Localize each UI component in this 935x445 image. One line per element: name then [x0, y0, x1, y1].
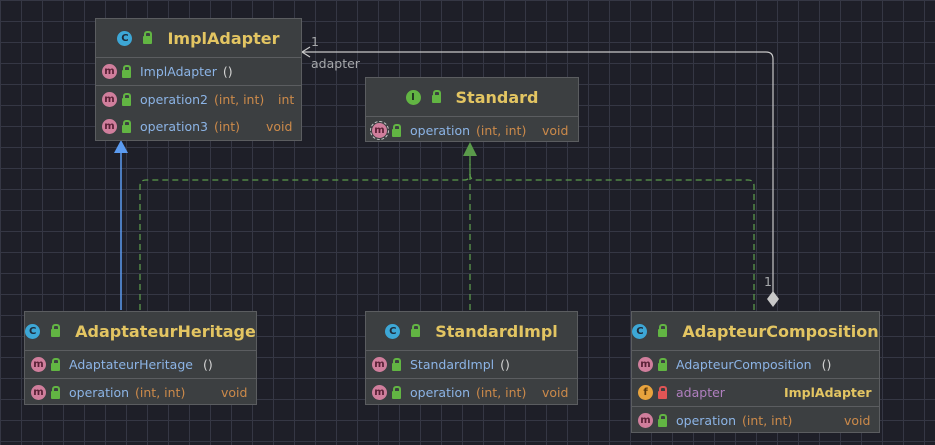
method-name: operation — [410, 123, 471, 138]
public-lock-icon — [658, 324, 668, 337]
method-params: () — [500, 357, 510, 372]
field-type: ImplAdapter — [784, 385, 872, 400]
method-params: () — [222, 64, 233, 79]
method-name: ImplAdapter — [140, 64, 217, 79]
method-name: operation2 — [140, 92, 208, 107]
method-name: operation — [410, 385, 471, 400]
field-icon: f — [638, 385, 653, 400]
method-icon: m — [638, 357, 653, 372]
method-icon: m — [102, 92, 117, 107]
multiplicity-source: 1 — [764, 274, 772, 289]
method-icon: m — [102, 119, 117, 134]
class-adaptateur-heritage[interactable]: C AdaptateurHeritage m AdaptateurHeritag… — [24, 311, 257, 405]
public-lock-icon — [122, 64, 131, 78]
interface-standard[interactable]: I Standard m operation (int, int) void — [365, 77, 579, 142]
class-icon: C — [632, 323, 648, 339]
method-name: operation3 — [140, 119, 208, 134]
method-params: (int, int) — [476, 123, 527, 138]
inheritance-arrowhead — [114, 140, 128, 153]
return-type: void — [844, 413, 871, 428]
public-lock-icon — [51, 324, 61, 337]
public-lock-icon — [431, 90, 441, 103]
member-row[interactable]: m operation (int, int) void — [25, 378, 256, 406]
member-row[interactable]: m operation3 (int) void — [96, 113, 301, 140]
private-lock-icon — [658, 385, 667, 399]
class-name: AdapteurComposition — [682, 321, 879, 341]
public-lock-icon — [122, 119, 131, 133]
class-icon: C — [25, 323, 41, 339]
method-icon: m — [372, 385, 387, 400]
return-type: void — [542, 385, 569, 400]
public-lock-icon — [51, 385, 60, 399]
aggregation-diamond — [767, 291, 779, 307]
member-row[interactable]: m operation (int, int) void — [632, 406, 879, 434]
class-adapteur-composition[interactable]: C AdapteurComposition m AdapteurComposit… — [631, 311, 880, 433]
method-name: StandardImpl — [410, 357, 495, 372]
class-header: I Standard — [366, 78, 578, 117]
class-header: C AdapteurComposition — [632, 312, 879, 351]
association-role: adapter — [311, 56, 360, 71]
return-type: int — [278, 92, 295, 107]
class-impl-adapter[interactable]: C ImplAdapter m ImplAdapter () m operati… — [95, 18, 302, 141]
class-name: ImplAdapter — [167, 28, 280, 48]
public-lock-icon — [51, 357, 60, 371]
method-icon: m — [31, 385, 46, 400]
association-open-arrow — [300, 46, 311, 58]
realization-line-composition — [469, 173, 755, 310]
public-lock-icon — [392, 123, 401, 137]
class-name: Standard — [455, 87, 539, 107]
method-name: operation — [676, 413, 737, 428]
interface-icon: I — [405, 89, 421, 105]
class-header: C StandardImpl — [366, 312, 577, 351]
method-name: operation — [69, 385, 130, 400]
multiplicity-target: 1 — [311, 34, 319, 49]
method-icon: m — [31, 357, 46, 372]
member-row[interactable]: m AdaptateurHeritage () — [25, 351, 256, 378]
realization-line-heritage — [139, 156, 471, 310]
realization-arrowhead — [463, 142, 477, 156]
public-lock-icon — [411, 324, 421, 337]
return-type: void — [266, 119, 293, 134]
method-params: () — [821, 357, 832, 372]
method-params: (int, int) — [213, 92, 265, 107]
method-name: AdaptateurHeritage — [69, 357, 193, 372]
class-name: StandardImpl — [435, 321, 558, 341]
public-lock-icon — [658, 357, 667, 371]
class-header: C AdaptateurHeritage — [25, 312, 256, 351]
public-lock-icon — [392, 385, 401, 399]
member-row[interactable]: m operation2 (int, int) int — [96, 85, 301, 113]
method-icon: m — [372, 357, 387, 372]
association-line — [302, 51, 774, 292]
method-params: () — [202, 357, 213, 372]
class-header: C ImplAdapter — [96, 19, 301, 58]
class-icon: C — [385, 323, 401, 339]
public-lock-icon — [658, 413, 667, 427]
member-row[interactable]: m AdapteurComposition () — [632, 351, 879, 378]
member-row[interactable]: m operation (int, int) void — [366, 378, 577, 406]
abstract-method-icon: m — [370, 121, 389, 140]
member-row[interactable]: m ImplAdapter () — [96, 58, 301, 85]
class-standard-impl[interactable]: C StandardImpl m StandardImpl () m opera… — [365, 311, 578, 405]
member-row[interactable]: m operation (int, int) void — [366, 117, 578, 144]
public-lock-icon — [143, 31, 153, 44]
return-type: void — [221, 385, 248, 400]
public-lock-icon — [122, 92, 131, 106]
method-icon: m — [638, 413, 653, 428]
class-icon: C — [117, 30, 133, 46]
public-lock-icon — [392, 357, 401, 371]
method-name: AdapteurComposition — [676, 357, 812, 372]
method-params: (int, int) — [135, 385, 186, 400]
method-params: (int, int) — [742, 413, 793, 428]
class-name: AdaptateurHeritage — [75, 321, 256, 341]
method-icon: m — [102, 64, 117, 79]
member-row[interactable]: m StandardImpl () — [366, 351, 577, 378]
field-name: adapter — [676, 385, 725, 400]
method-params: (int, int) — [476, 385, 527, 400]
method-params: (int) — [213, 119, 241, 134]
return-type: void — [542, 123, 569, 138]
member-row[interactable]: f adapter ImplAdapter — [632, 378, 879, 406]
